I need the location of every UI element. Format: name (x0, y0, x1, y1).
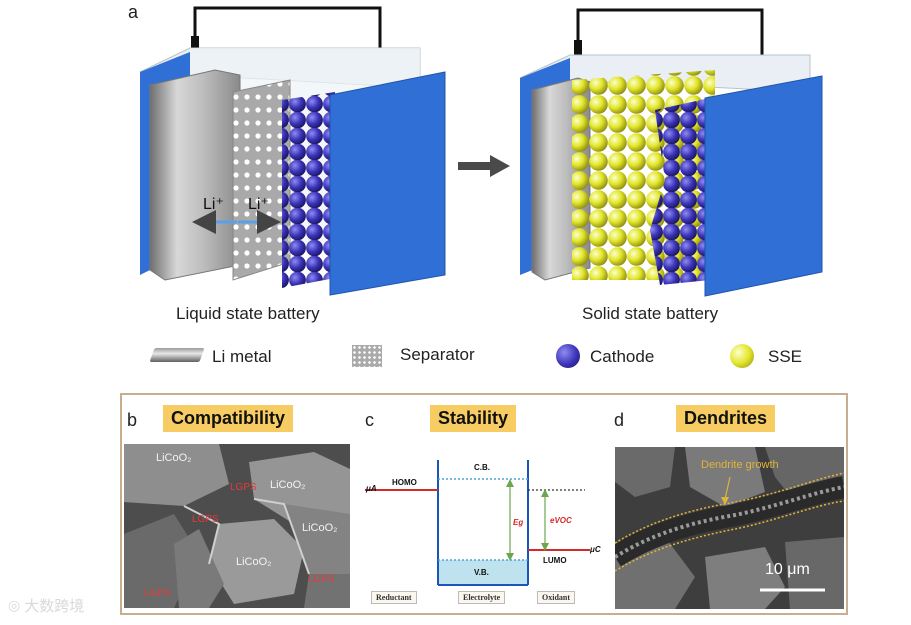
watermark: ◎ 大数跨境 (8, 595, 84, 616)
label-mu-c: μC (590, 545, 601, 554)
panel-letter-d: d (614, 410, 625, 430)
watermark-logo-icon: ◎ (8, 597, 21, 613)
scale-bar-label: 10 μm (765, 561, 810, 578)
label-reductant: Reductant (371, 591, 417, 604)
panel-letter-b: b (127, 410, 138, 430)
panel-letter-c: c (365, 410, 374, 430)
sem-label-lgps-2: LGPS (192, 514, 219, 525)
label-mu-a: μA (366, 484, 377, 493)
label-homo: HOMO (392, 478, 417, 487)
label-vb: V.B. (474, 568, 489, 577)
sem-label-licoo2-3: LiCoO₂ (302, 522, 338, 534)
watermark-text: 大数跨境 (24, 598, 85, 615)
legend-label-li-metal: Li metal (212, 347, 272, 366)
liquid-battery (139, 6, 446, 296)
bottom-panels-frame (120, 393, 848, 615)
tag-compatibility: Compatibility (163, 405, 294, 432)
label-oxidant: Oxidant (537, 591, 576, 604)
solid-battery (519, 8, 823, 297)
label-eg: Eg (513, 518, 524, 527)
legend-label-cathode: Cathode (590, 347, 655, 366)
cathode-sphere-icon (556, 344, 580, 368)
label-electrolyte: Electrolyte (458, 591, 506, 604)
ion-label-left: Li⁺ (203, 196, 224, 213)
dendrite-annotation: Dendrite growth (701, 459, 779, 471)
transition-arrow (458, 155, 510, 177)
sem-grains-d (615, 447, 844, 609)
legend-label-sse: SSE (768, 347, 803, 366)
ion-label-right: Li⁺ (248, 196, 269, 213)
sem-label-lgps-1: LGPS (230, 482, 257, 493)
sem-image-dendrites: Dendrite growth 10 μm (615, 447, 844, 609)
legend: Li metal Separator Cathode SSE (0, 340, 911, 380)
sem-label-licoo2-4: LiCoO₂ (236, 556, 272, 568)
energy-diagram (365, 460, 590, 586)
label-lumo: LUMO (543, 556, 567, 565)
label-cb: C.B. (474, 463, 490, 472)
sem-grains-b (124, 444, 350, 608)
sem-label-licoo2-1: LiCoO₂ (156, 452, 192, 464)
li-metal-icon (149, 348, 205, 362)
separator-icon (352, 345, 382, 367)
caption-liquid-battery: Liquid state battery (176, 304, 320, 323)
sem-label-licoo2-2: LiCoO₂ (270, 479, 306, 491)
label-evoc: eVOC (550, 516, 572, 525)
legend-label-separator: Separator (400, 345, 475, 364)
tag-dendrites: Dendrites (676, 405, 776, 432)
tag-stability: Stability (430, 405, 517, 432)
sse-sphere-icon (730, 344, 754, 368)
sem-label-lgps-4: LGPS (144, 588, 171, 599)
sem-image-compatibility: LiCoO₂ LiCoO₂ LiCoO₂ LiCoO₂ LGPS LGPS LG… (124, 444, 350, 608)
battery-diagram (139, 6, 823, 297)
caption-solid-battery: Solid state battery (582, 304, 719, 323)
panel-letter-a: a (128, 2, 139, 22)
sem-label-lgps-3: LGPS (308, 574, 335, 585)
